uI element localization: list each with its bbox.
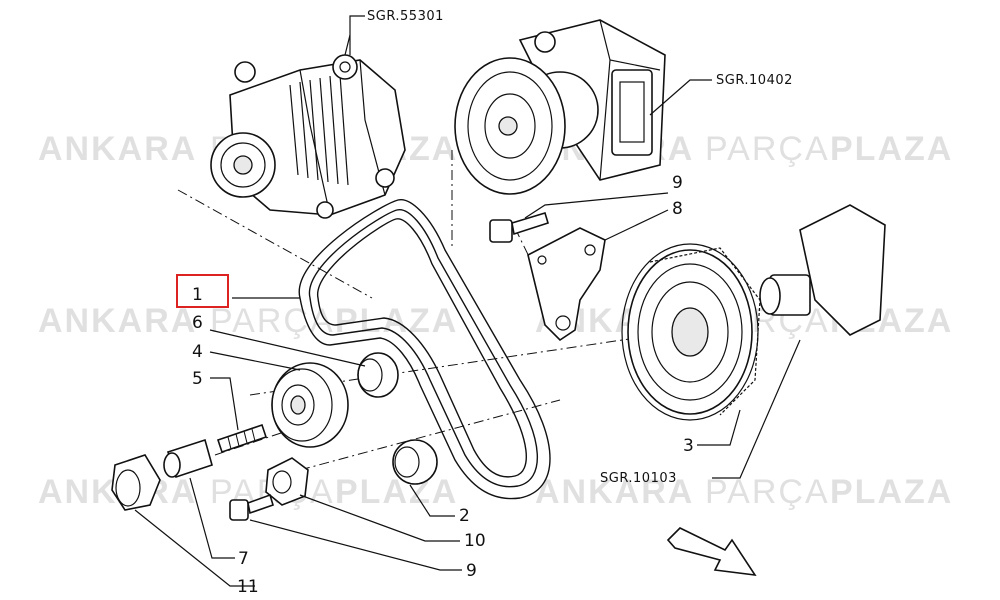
mounting-bracket (527, 227, 606, 342)
eccentric-nut (265, 457, 309, 506)
leader-lines (134, 15, 801, 587)
part-label-1[interactable]: 1 (192, 285, 203, 305)
idler-roller (357, 352, 399, 398)
part-label-5[interactable]: 5 (192, 369, 203, 389)
watermark-text: PARÇA (705, 473, 830, 511)
ref-code-pump: SGR.10402 (716, 73, 793, 88)
watermark-text: PLAZA (830, 130, 953, 168)
spacer-bushing (163, 438, 213, 479)
watermark-text: ANKARA (38, 302, 197, 340)
watermark-text: PLAZA (335, 473, 458, 511)
threaded-stud (216, 423, 268, 454)
tensioner-pulley (271, 362, 349, 448)
alternator (210, 34, 406, 219)
watermark-row-mid: ANKARA PARÇA PLAZA ANKARA PARÇA PLAZA (38, 302, 951, 340)
crankshaft (759, 204, 886, 336)
bolt-lower (229, 493, 274, 521)
dust-cap (111, 454, 161, 511)
watermark-text: ANKARA (38, 130, 197, 168)
ref-code-crankshaft: SGR.10103 (600, 471, 677, 486)
watermark-text: ANKARA (535, 473, 694, 511)
direction-arrow (666, 527, 757, 577)
watermark-text: PLAZA (830, 473, 953, 511)
part-label-9-bottom[interactable]: 9 (466, 561, 477, 581)
watermark-row-bottom: ANKARA PARÇA PLAZA ANKARA PARÇA PLAZA (38, 473, 953, 511)
highlight-box (176, 274, 229, 308)
part-label-6[interactable]: 6 (192, 313, 203, 333)
part-label-4[interactable]: 4 (192, 342, 203, 362)
part-label-2[interactable]: 2 (459, 506, 470, 526)
part-label-8[interactable]: 8 (672, 199, 683, 219)
part-label-10[interactable]: 10 (464, 531, 486, 551)
part-label-9-top[interactable]: 9 (672, 173, 683, 193)
bolt-upper (489, 212, 549, 243)
roller-bottom (392, 439, 438, 485)
part-label-7[interactable]: 7 (238, 549, 249, 569)
part-label-11[interactable]: 11 (237, 577, 259, 597)
part-label-3[interactable]: 3 (683, 436, 694, 456)
watermark-text: PARÇA (705, 130, 830, 168)
ref-code-alternator: SGR.55301 (367, 9, 444, 24)
power-steering-pump (454, 19, 666, 195)
crankshaft-pulley (621, 243, 761, 421)
poly-v-belt (298, 199, 551, 500)
